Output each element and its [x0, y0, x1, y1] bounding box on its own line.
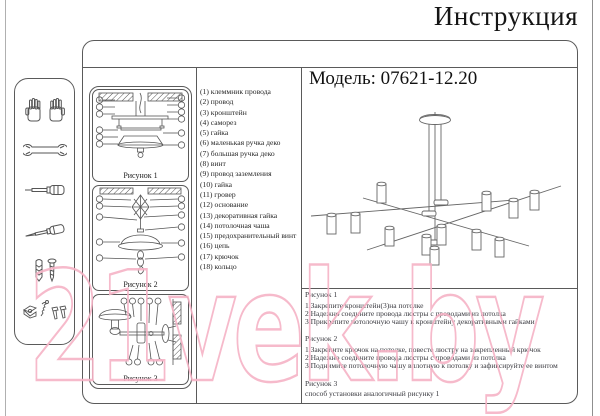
figure-3-drawing: [98, 297, 182, 366]
divider-figures-parts: [196, 68, 197, 403]
part-item: (14) потолочная чаша: [200, 220, 270, 230]
part-item: (16) цепь: [200, 241, 230, 251]
instruction-step: способ установки аналогичный рисунку 1: [305, 389, 440, 399]
part-item: (10) гайка: [200, 179, 233, 189]
figure-2-drawing: [95, 187, 186, 275]
chandelier-drawing: [310, 112, 562, 266]
instruction-section-3: Рисунок 3 способ установки аналогичный р…: [305, 378, 575, 399]
instruction-step: 3.Поднимите потолочную чашу вплотную к п…: [305, 361, 558, 371]
part-item: (11) гровер: [200, 189, 236, 199]
main-frame: Рисунок 1: [82, 40, 578, 404]
figure-1: Рисунок 1: [92, 89, 189, 182]
part-item: (12) основание: [200, 200, 249, 210]
figure-1-drawing: [95, 92, 186, 158]
divider-parts-right: [301, 68, 302, 403]
instruction-step: 1.Закрепите крючок на потолке, повесте л…: [305, 345, 541, 355]
dowel-and-screw-icon: [22, 254, 68, 288]
instruction-step: 2.Надежно соедините провода люстры с про…: [305, 353, 506, 363]
instruction-step: 2.Надежно соедините провода люстры с про…: [305, 308, 506, 318]
part-item: (4) саморез: [200, 117, 237, 127]
parts-list: (1) клеммник провода (2) провод (3) крон…: [200, 87, 299, 272]
lamp-cylinders: [326, 181, 540, 266]
figures-panel: Рисунок 1: [89, 86, 192, 389]
model-label: Модель: 07621-12.20: [309, 68, 478, 89]
top-band-divider: [83, 67, 577, 68]
instruction-section-title: Рисунок 2: [305, 334, 338, 344]
part-item: (7) большая ручка деко: [200, 148, 275, 158]
page-title: Инструкция: [433, 1, 578, 31]
part-item: (5) гайка: [200, 128, 229, 138]
part-item: (15) предохранительный винт: [200, 231, 297, 241]
page-right-edge: [592, 0, 593, 416]
fasteners-icon: [22, 294, 68, 328]
flat-screwdriver-icon: [22, 173, 68, 207]
gloves-icon: [22, 93, 68, 127]
part-item: (2) провод: [200, 97, 234, 107]
part-item: (13) декоративная гайка: [200, 210, 278, 220]
part-item: (6) маленькая ручка деко: [200, 138, 281, 148]
instruction-section-title: Рисунок 3: [305, 378, 338, 388]
awl-screwdriver-icon: [22, 214, 68, 248]
figure-3-caption: Рисунок 3: [123, 374, 158, 383]
part-item: (9) провод заземления: [200, 169, 272, 179]
assembly-instructions: Рисунок 1 1.Закрепите кронштейн(3)на пот…: [305, 290, 575, 408]
instruction-step: 3.Прикрепите потолочную чашу к кронштейн…: [305, 317, 535, 327]
tools-sidebar: [14, 78, 75, 345]
figure-3: Рисунок 3: [92, 294, 189, 385]
part-item: (18) кольцо: [200, 262, 237, 272]
figure-2: Рисунок 2: [92, 185, 189, 291]
wrench-icon: [22, 133, 68, 167]
figure-1-caption: Рисунок 1: [123, 171, 158, 180]
instruction-section-1: Рисунок 1 1.Закрепите кронштейн(3)на пот…: [305, 290, 575, 327]
part-item: (1) клеммник провода: [200, 87, 271, 96]
figure-2-caption: Рисунок 2: [123, 280, 158, 289]
part-item: (3) кронштейн: [200, 107, 247, 117]
divider-drawing-instructions: [301, 288, 577, 289]
page-left-edge: [5, 0, 6, 416]
part-item: (17) крючок: [200, 251, 239, 261]
part-item: (8) винт: [200, 159, 226, 169]
instruction-section-2: Рисунок 2 1.Закрепите крючок на потолке,…: [305, 334, 575, 371]
instruction-step: 1.Закрепите кронштейн(3)на потолке: [305, 300, 424, 310]
instruction-section-title: Рисунок 1: [305, 290, 338, 299]
